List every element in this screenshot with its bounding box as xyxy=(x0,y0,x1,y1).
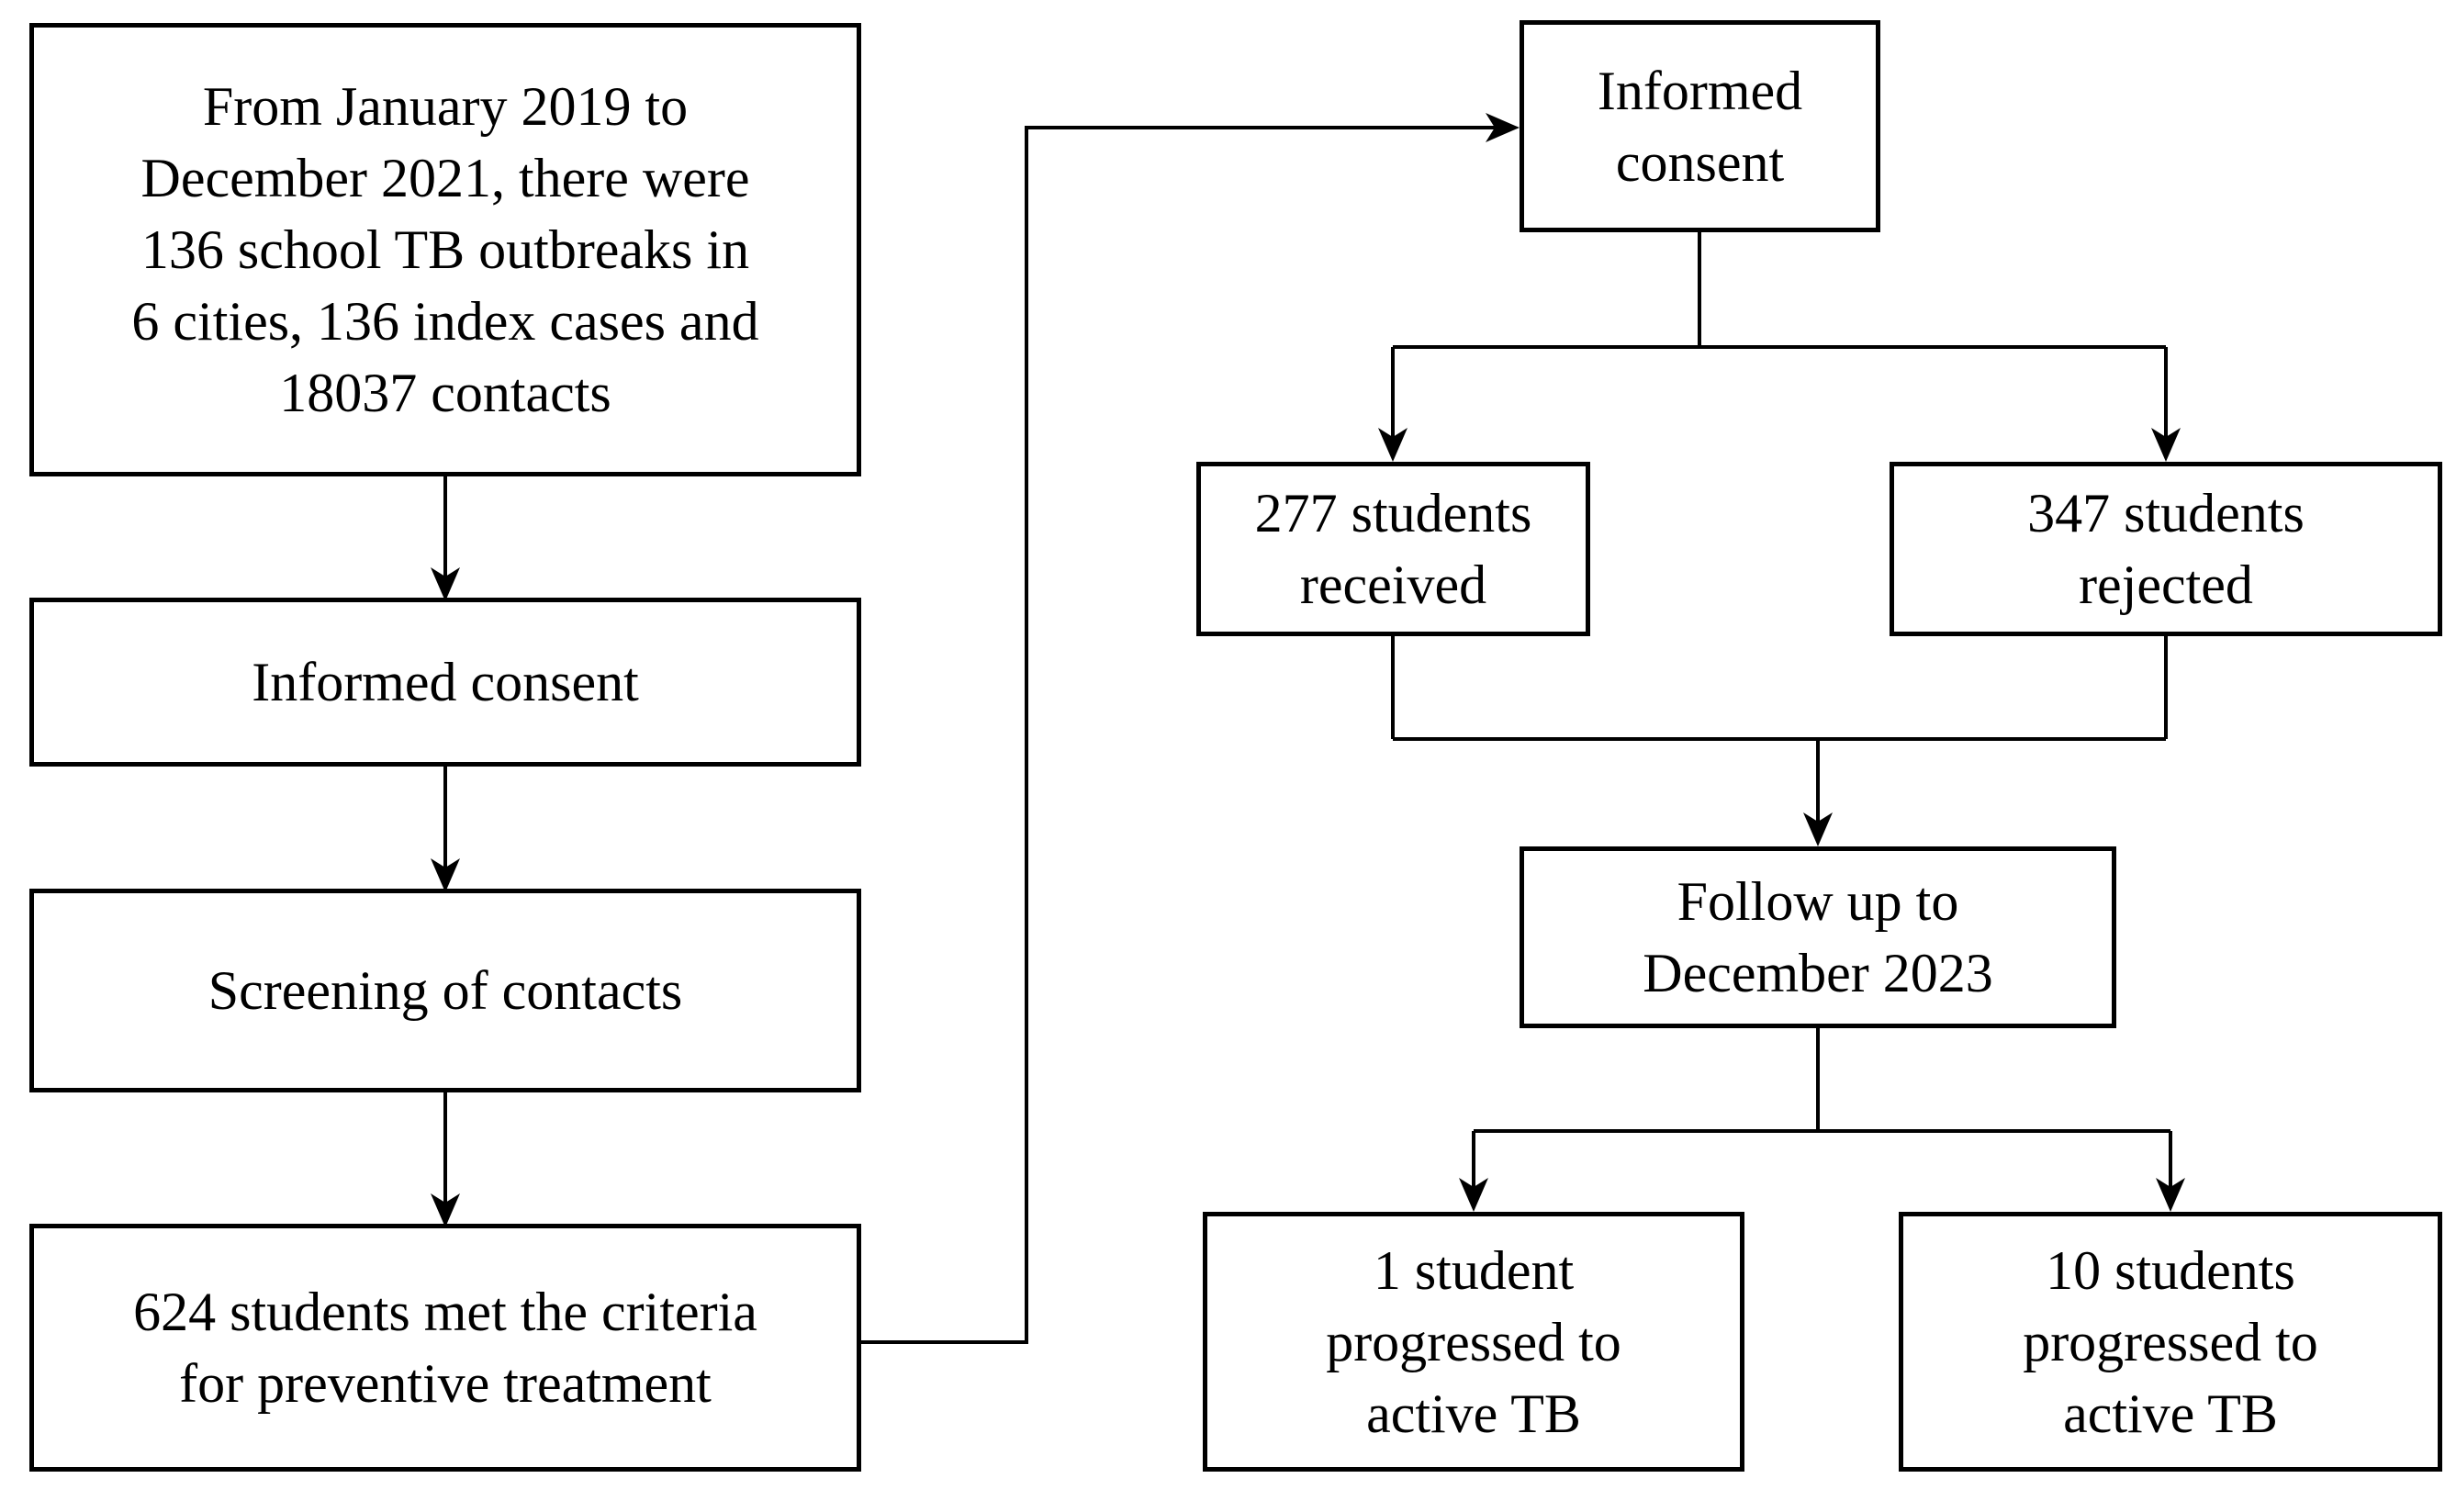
node-outbreak-summary: From January 2019 to December 2021, ther… xyxy=(29,23,861,476)
edge-consent-left-to-screening xyxy=(431,767,460,892)
node-informed-consent-right: Informed consent xyxy=(1520,20,1880,232)
node-informed-consent-left-label: Informed consent xyxy=(252,652,639,712)
node-outbreak-summary-label: From January 2019 to December 2021, ther… xyxy=(131,76,759,423)
edge-merge-to-followup xyxy=(1391,636,2168,846)
node-students-rejected: 347 students rejected xyxy=(1890,462,2442,636)
node-informed-consent-left: Informed consent xyxy=(29,598,861,767)
node-students-met-criteria: 624 students met the criteria for preven… xyxy=(29,1224,861,1472)
node-students-met-criteria-label: 624 students met the criteria for preven… xyxy=(133,1282,757,1414)
node-screening-of-contacts: Screening of contacts xyxy=(29,889,861,1092)
edge-consent-right-split xyxy=(1378,232,2181,462)
node-progressed-active-tb-received: 1 student progressed to active TB xyxy=(1203,1212,1744,1472)
node-progressed-active-tb-rejected: 10 students progressed to active TB xyxy=(1899,1212,2442,1472)
edge-followup-split xyxy=(1459,1028,2185,1212)
node-informed-consent-right-label: Informed consent xyxy=(1597,60,1803,193)
node-progressed-active-tb-received-label: 1 student progressed to active TB xyxy=(1326,1239,1621,1444)
edge-criteria-to-consent-right xyxy=(861,113,1520,1344)
node-follow-up: Follow up to December 2023 xyxy=(1520,846,2116,1028)
node-students-rejected-label: 347 students rejected xyxy=(2027,483,2305,615)
node-progressed-active-tb-rejected-label: 10 students progressed to active TB xyxy=(2023,1239,2318,1444)
node-screening-of-contacts-label: Screening of contacts xyxy=(207,960,683,1021)
node-students-received-label: 277 students received xyxy=(1254,483,1532,615)
node-follow-up-label: Follow up to December 2023 xyxy=(1643,871,1993,1003)
node-students-received: 277 students received xyxy=(1196,462,1590,636)
edge-screening-to-criteria xyxy=(431,1092,460,1227)
edge-summary-to-consent-left xyxy=(431,476,460,601)
